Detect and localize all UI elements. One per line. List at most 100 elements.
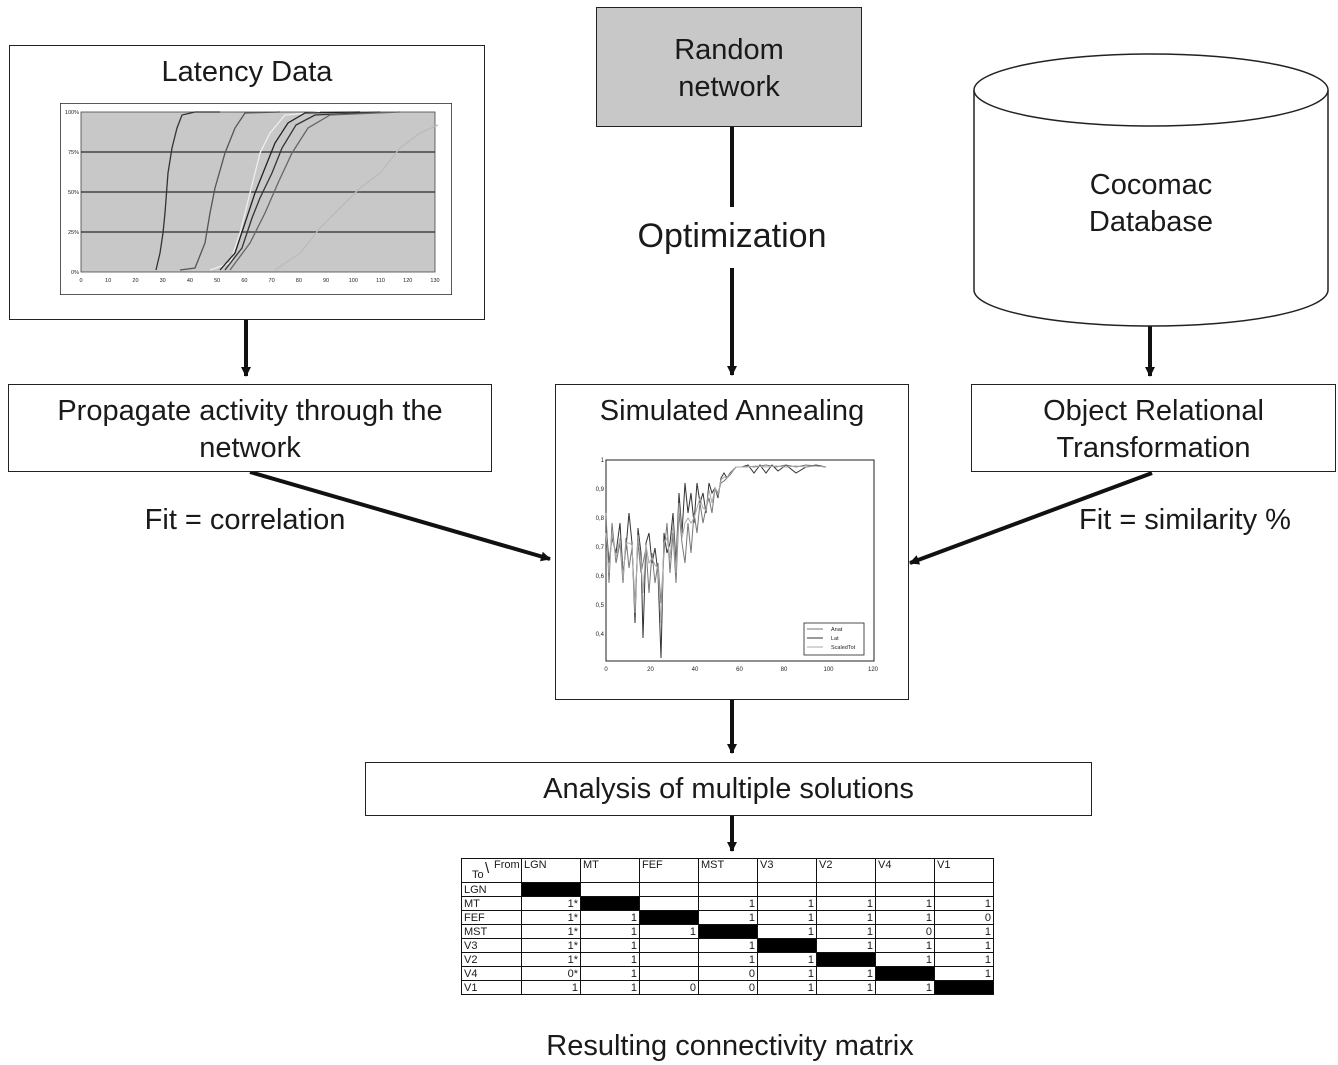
matrix-cell: 1 (934, 896, 994, 911)
annealing-x-tick: 80 (781, 667, 788, 673)
latency-x-tick: 120 (403, 278, 412, 284)
matrix-cell: 1 (816, 938, 876, 953)
matrix-cell: 1 (816, 924, 876, 939)
matrix-corner-cell: To\From (461, 858, 522, 883)
annealing-series-lat (605, 464, 827, 659)
matrix-cell: 1* (521, 896, 581, 911)
matrix-diagonal-cell (580, 896, 640, 911)
matrix-row: LGN (461, 882, 994, 897)
latency-x-tick: 40 (187, 278, 193, 284)
matrix-row-label: V2 (461, 952, 522, 967)
latency-x-tick: 80 (296, 278, 302, 284)
matrix-cell: 1 (698, 896, 758, 911)
latency-y-tick: 50% (68, 190, 79, 196)
matrix-diagonal-cell (757, 938, 817, 953)
optimization-label: Optimization (637, 217, 827, 255)
matrix-row-label: V4 (461, 966, 522, 981)
matrix-cell: 0 (934, 910, 994, 925)
matrix-column-header: FEF (639, 858, 699, 883)
annealing-y-tick: 0,8 (596, 516, 605, 522)
matrix-column-header: V2 (816, 858, 876, 883)
matrix-cell: 1 (757, 924, 817, 939)
matrix-cell: 1* (521, 952, 581, 967)
matrix-cell: 1 (757, 966, 817, 981)
annealing-y-tick: 0,7 (596, 545, 605, 551)
matrix-column-header: MT (580, 858, 640, 883)
matrix-cell: 1* (521, 924, 581, 939)
matrix-cell: 1 (757, 910, 817, 925)
matrix-cell: 1 (875, 952, 935, 967)
matrix-cell (757, 882, 817, 897)
matrix-corner-slash: \ (485, 860, 490, 877)
ort-line1: Object Relational (1043, 395, 1264, 427)
propagate-line2: network (199, 432, 301, 464)
fit-similarity-label: Fit = similarity % (1079, 504, 1291, 536)
matrix-cell: 1 (934, 952, 994, 967)
matrix-cell: 0 (698, 966, 758, 981)
matrix-cell (639, 938, 699, 953)
database-line1: Cocomac (1089, 169, 1213, 201)
propagate-line1: Propagate activity through the (57, 395, 443, 427)
matrix-cell: 0 (698, 980, 758, 995)
matrix-cell: 0 (875, 924, 935, 939)
matrix-row-label: MST (461, 924, 522, 939)
cocomac-database-cylinder (973, 53, 1329, 327)
latency-data-title: Latency Data (161, 56, 333, 88)
latency-curve-6 (229, 111, 401, 271)
matrix-cell (698, 882, 758, 897)
matrix-row-label: FEF (461, 910, 522, 925)
latency-curve-7 (274, 124, 439, 271)
latency-curve-3 (209, 111, 321, 271)
analysis-box: Analysis of multiple solutions (365, 762, 1092, 816)
matrix-cell: 1 (875, 938, 935, 953)
matrix-row-label: V3 (461, 938, 522, 953)
latency-x-tick: 0 (79, 278, 82, 284)
matrix-cell: 1 (875, 896, 935, 911)
arrow-propagate-to-annealing (249, 470, 551, 562)
matrix-cell (934, 882, 994, 897)
matrix-cell: 1 (875, 910, 935, 925)
matrix-cell: 1 (698, 938, 758, 953)
legend-scaledtot: ScaledTot (831, 645, 856, 651)
annealing-series-scaledtot (605, 465, 827, 624)
propagate-activity-box: Propagate activity through the network (8, 384, 492, 472)
matrix-cell: 1 (757, 896, 817, 911)
matrix-diagonal-cell (934, 980, 994, 995)
matrix-cell: 1 (639, 924, 699, 939)
matrix-column-header: LGN (521, 858, 581, 883)
latency-y-tick: 25% (68, 230, 79, 236)
latency-x-tick: 30 (160, 278, 166, 284)
random-network-line1: Random (674, 34, 784, 66)
matrix-cell: 1 (580, 966, 640, 981)
latency-x-tick: 20 (132, 278, 138, 284)
annealing-x-tick: 100 (823, 667, 834, 673)
matrix-cell: 1 (875, 980, 935, 995)
matrix-column-header: MST (698, 858, 758, 883)
latency-y-tick: 75% (68, 150, 79, 156)
latency-x-tick: 110 (376, 278, 385, 284)
matrix-cell (875, 882, 935, 897)
latency-y-tick: 0% (71, 270, 79, 276)
object-relational-transformation-box: Object Relational Transformation (971, 384, 1336, 472)
latency-curve-4 (219, 111, 361, 271)
matrix-cell (580, 882, 640, 897)
matrix-cell: 1* (521, 910, 581, 925)
matrix-diagonal-cell (875, 966, 935, 981)
matrix-row-label: V1 (461, 980, 522, 995)
latency-curve-5 (224, 111, 381, 271)
matrix-caption: Resulting connectivity matrix (546, 1030, 914, 1062)
database-line2: Database (1088, 206, 1214, 238)
random-network-line2: network (678, 71, 780, 103)
